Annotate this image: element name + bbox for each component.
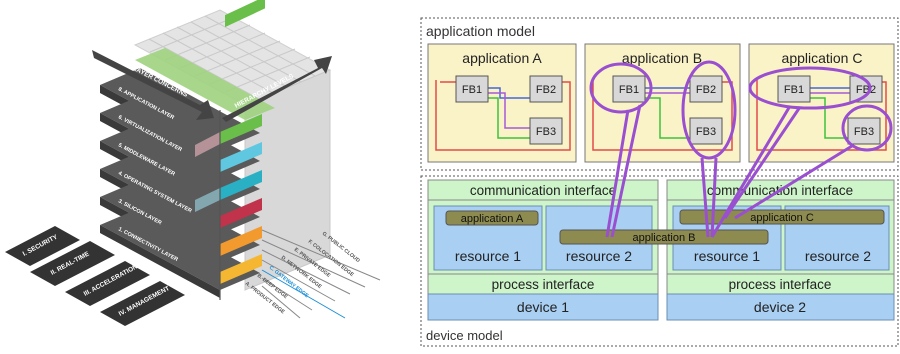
- chip-app-c: [679, 209, 885, 225]
- cross-layer-arrow: [92, 50, 214, 120]
- device-2: communication interface application C re…: [666, 179, 895, 321]
- app-model-frame: [420, 17, 899, 171]
- hierarchy-arrow: [222, 56, 332, 122]
- mapping-oval: [681, 60, 737, 160]
- top-green-strip: [135, 48, 275, 120]
- fb1-label: FB1: [619, 84, 639, 96]
- mapping-line: [700, 157, 710, 238]
- app-device-model: application model device model applicati…: [420, 17, 899, 347]
- app-title: application C: [782, 50, 863, 66]
- resource-1-label: resource 1: [455, 248, 521, 264]
- function-blocks: FB1 FB2 FB3 FB1 FB2 FB3 FB1 FB2 FB3: [455, 75, 883, 145]
- fb3-label: FB3: [536, 126, 556, 138]
- mapping-line: [610, 104, 642, 238]
- mapping-oval: [748, 66, 872, 110]
- fb1-block: [455, 75, 489, 103]
- fb2-label: FB2: [536, 84, 556, 96]
- app-model-title: application model: [426, 23, 535, 39]
- chip-label: application A: [461, 213, 524, 225]
- process-interface-label: process interface: [729, 277, 832, 292]
- mapping-line: [734, 144, 853, 220]
- stack-grid: [148, 15, 316, 100]
- device-label: device 2: [754, 299, 806, 315]
- mapping-line: [710, 157, 718, 238]
- concern-bars: [5, 226, 185, 326]
- fb1-block: [777, 75, 811, 103]
- fb1-label: FB1: [462, 84, 482, 96]
- mapping-line: [710, 105, 792, 238]
- device-model-frame: [420, 175, 899, 347]
- fb2-label: FB2: [696, 84, 716, 96]
- fb3-block: [847, 117, 881, 145]
- resource-1-label: resource 1: [694, 248, 760, 264]
- stack-back-side: [244, 69, 331, 291]
- fb1-block: [612, 75, 646, 103]
- comm-interface-label: communication interface: [470, 183, 616, 198]
- fb3-label: FB3: [696, 126, 716, 138]
- resource-2-label: resource 2: [805, 248, 871, 264]
- mapping-overlays: [589, 60, 893, 238]
- fb2-block: [529, 75, 563, 103]
- fb3-label: FB3: [854, 126, 874, 138]
- chip-label: application B: [633, 232, 696, 244]
- device-label: device 1: [517, 299, 569, 315]
- mapping-line: [723, 106, 802, 219]
- fb3-block: [689, 117, 723, 145]
- layer-stack: CROSS-LAYER CONCERNS HIERARCHY LEVELS 8.…: [5, 0, 381, 326]
- app-title: application B: [622, 50, 702, 66]
- mapping-oval: [841, 104, 893, 152]
- mapping-oval: [589, 62, 653, 114]
- resource-2-label: resource 2: [566, 248, 632, 264]
- color-accents: [195, 0, 265, 284]
- level-lines: [261, 229, 381, 319]
- chip-app-a: [445, 210, 539, 226]
- device-1: communication interface application A re…: [427, 179, 659, 321]
- process-interface-label: process interface: [492, 277, 595, 292]
- mapping-line: [605, 109, 630, 238]
- app-title: application A: [462, 50, 542, 66]
- fb3-block: [529, 117, 563, 145]
- chip-label: application C: [750, 212, 814, 224]
- fb2-block: [689, 75, 723, 103]
- device-model-label: device model: [426, 328, 503, 343]
- wires-app-c: [756, 80, 887, 151]
- level-label: A. PRODUCT EDGE: [244, 281, 286, 316]
- fb1-label: FB1: [784, 84, 804, 96]
